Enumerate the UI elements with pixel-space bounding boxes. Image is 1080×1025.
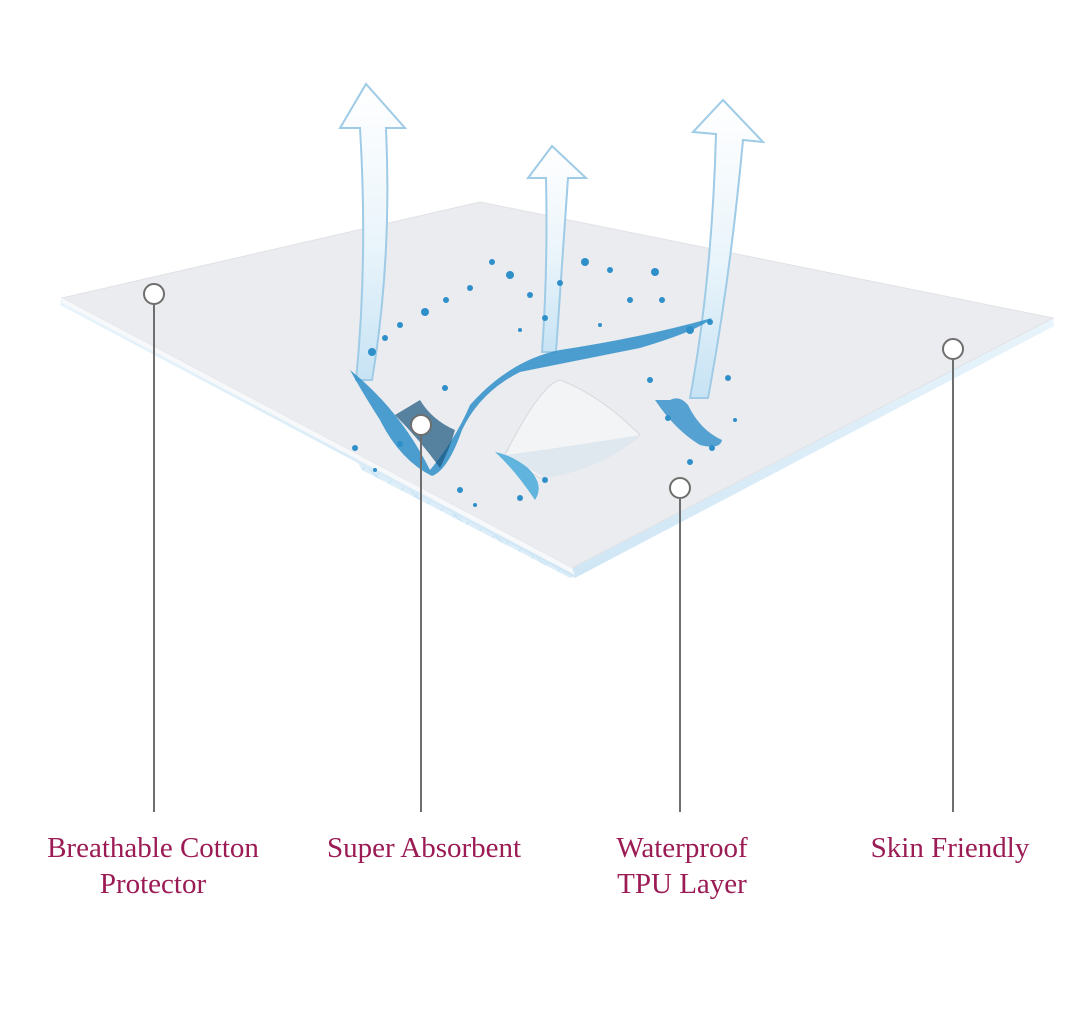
callout-absorbent bbox=[410, 414, 432, 812]
label-skin-friendly: Skin Friendly bbox=[840, 830, 1060, 866]
callout-waterproof bbox=[669, 477, 691, 812]
label-line: Breathable Cotton bbox=[47, 832, 259, 864]
label-waterproof-tpu-layer: Waterproof TPU Layer bbox=[582, 830, 782, 902]
label-line: Skin Friendly bbox=[870, 832, 1030, 864]
peeled-corner bbox=[504, 379, 641, 479]
label-line: Protector bbox=[99, 868, 207, 900]
label-line: TPU Layer bbox=[617, 868, 747, 900]
callout-skin bbox=[942, 338, 964, 812]
label-line: Waterproof bbox=[616, 832, 748, 864]
label-super-absorbent: Super Absorbent bbox=[296, 830, 552, 866]
label-breathable-cotton-protector: Breathable Cotton Protector bbox=[20, 830, 286, 902]
label-line: Super Absorbent bbox=[326, 832, 522, 864]
callout-breathable bbox=[143, 283, 165, 812]
